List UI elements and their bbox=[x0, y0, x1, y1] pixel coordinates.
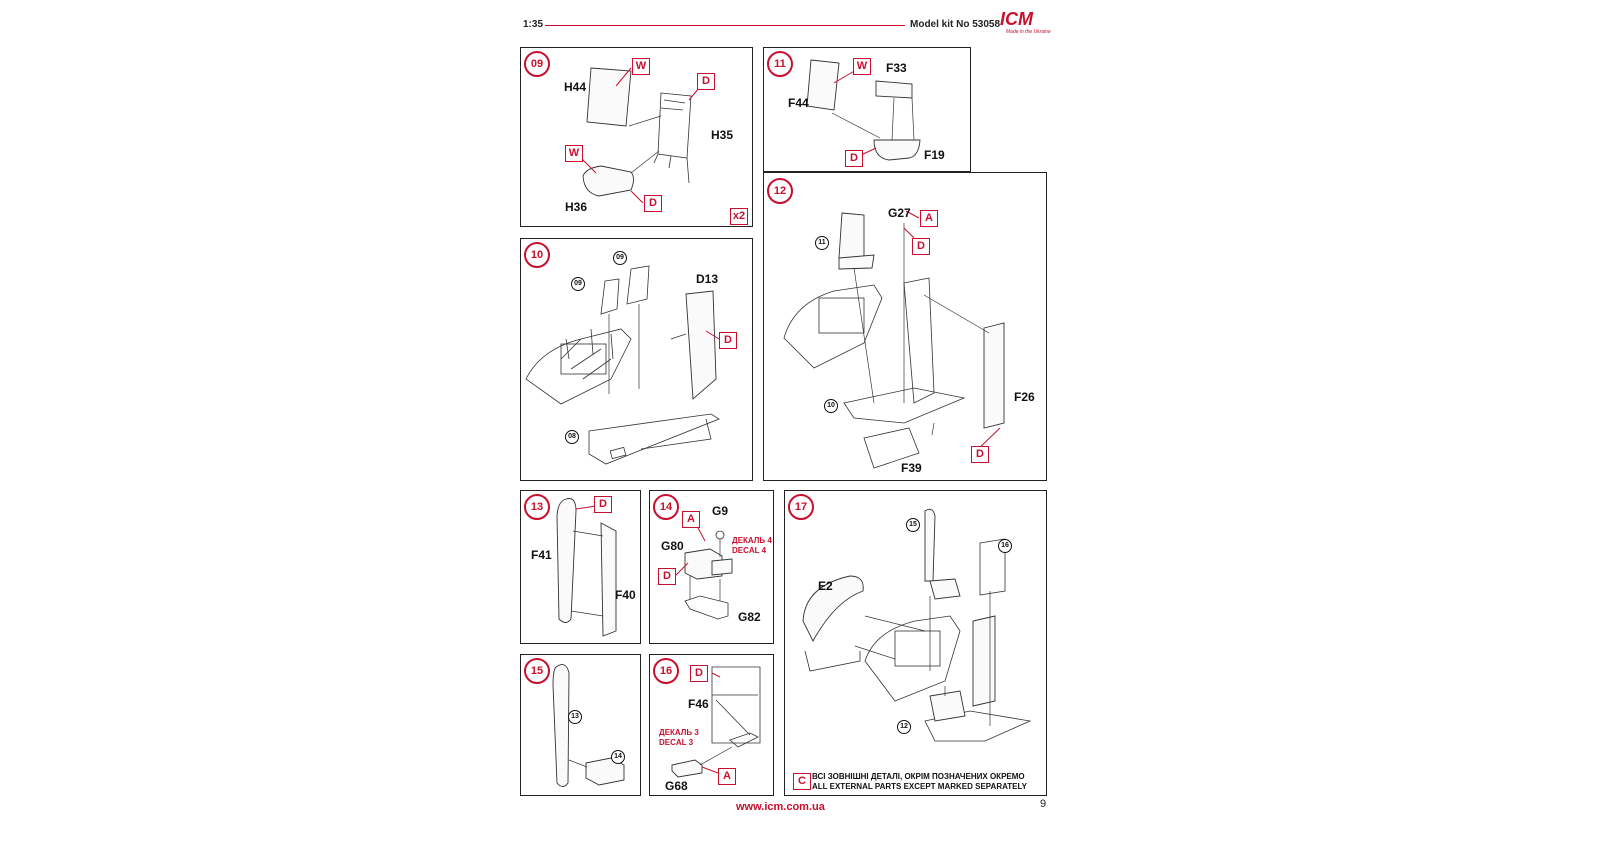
step-09-tag-d2: D bbox=[644, 195, 662, 212]
part-f19-label: F19 bbox=[924, 148, 945, 162]
step-17-note-en: ALL EXTERNAL PARTS EXCEPT MARKED SEPARAT… bbox=[812, 782, 1027, 791]
step-17-ref-12: 12 bbox=[897, 720, 911, 734]
step-11-number: 11 bbox=[767, 51, 793, 77]
step-10-ref-09a: 09 bbox=[571, 277, 585, 291]
step-15-ref-13: 13 bbox=[568, 710, 582, 724]
decal-4-label-en: DECAL 4 bbox=[732, 546, 767, 555]
model-kit-label: Model kit No 53058 bbox=[910, 19, 1001, 30]
step-16-diagram bbox=[671, 666, 761, 778]
step-12-tag-a1: A bbox=[920, 210, 938, 227]
part-h36-label: H36 bbox=[565, 200, 588, 214]
step-15-ref-14: 14 bbox=[611, 750, 625, 764]
step-16-number: 16 bbox=[653, 658, 679, 684]
step-17-ref-16: 16 bbox=[998, 539, 1012, 553]
part-g27-label: G27 bbox=[888, 206, 911, 220]
step-09-tag-w2: W bbox=[565, 145, 583, 162]
step-09-number: 09 bbox=[524, 51, 550, 77]
step-17-note-tag: C bbox=[793, 773, 811, 790]
step-15-diagram bbox=[552, 664, 625, 787]
decal-4-label-ua: ДЕКАЛЬ 4 bbox=[732, 536, 772, 545]
step-12-ref-10: 10 bbox=[824, 399, 838, 413]
scale-label: 1:35 bbox=[523, 19, 544, 30]
part-f44-label: F44 bbox=[788, 96, 809, 110]
step-13-tag-d1: D bbox=[594, 496, 612, 513]
step-12-tag-d2: D bbox=[971, 446, 989, 463]
step-09-tag-d1: D bbox=[697, 73, 715, 90]
part-g80-label: G80 bbox=[661, 539, 684, 553]
step-11-tag-w1: W bbox=[853, 58, 871, 75]
decal-3-label-en: DECAL 3 bbox=[659, 738, 694, 747]
step-09-tag-w1: W bbox=[632, 58, 650, 75]
step-14-diagram bbox=[671, 523, 733, 620]
step-15-number: 15 bbox=[524, 658, 550, 684]
step-10-panel: 10 D13 D 09 09 08 bbox=[520, 238, 753, 481]
step-17-ref-15: 15 bbox=[906, 518, 920, 532]
step-10-ref-09b: 09 bbox=[613, 251, 627, 265]
step-17-panel: 17 E2 15 16 12 C ВСІ ЗОВНІШНІ ДЕТАЛІ, ОК… bbox=[784, 490, 1047, 796]
part-f39-label: F39 bbox=[901, 461, 922, 475]
page-number: 9 bbox=[1040, 798, 1047, 810]
header-rule bbox=[545, 25, 905, 26]
step-12-ref-11: 11 bbox=[815, 236, 829, 250]
step-09-panel: 09 H44 H35 H36 W D W D x2 bbox=[520, 47, 753, 227]
part-f40-label: F40 bbox=[615, 588, 636, 602]
decal-3-label-ua: ДЕКАЛЬ 3 bbox=[659, 728, 699, 737]
step-13-number: 13 bbox=[524, 494, 550, 520]
step-12-number: 12 bbox=[767, 178, 793, 204]
part-f26-label: F26 bbox=[1014, 390, 1035, 404]
step-10-tag-d1: D bbox=[719, 332, 737, 349]
part-g82-label: G82 bbox=[738, 610, 761, 624]
step-13-diagram bbox=[556, 498, 617, 637]
step-17-number: 17 bbox=[788, 494, 814, 520]
step-09-multiplier: x2 bbox=[730, 208, 748, 225]
step-12-tag-d1: D bbox=[912, 238, 930, 255]
step-09-diagram bbox=[577, 67, 700, 204]
part-h35-label: H35 bbox=[711, 128, 734, 142]
step-10-ref-08: 08 bbox=[565, 430, 579, 444]
step-14-tag-d1: D bbox=[658, 568, 676, 585]
footer-website-link[interactable]: www.icm.com.ua bbox=[736, 801, 825, 813]
step-11-diagram bbox=[806, 59, 921, 161]
part-f33-label: F33 bbox=[886, 61, 907, 75]
step-15-panel: 15 13 14 bbox=[520, 654, 641, 796]
step-11-tag-d1: D bbox=[845, 150, 863, 167]
part-f41-label: F41 bbox=[531, 548, 552, 562]
step-16-panel: 16 F46 G68 D A ДЕКАЛЬ 3 DECAL 3 bbox=[649, 654, 774, 796]
step-14-number: 14 bbox=[653, 494, 679, 520]
step-12-diagram bbox=[783, 210, 1005, 469]
step-10-number: 10 bbox=[524, 242, 550, 268]
step-13-panel: 13 F41 F40 D bbox=[520, 490, 641, 644]
step-17-note-ua: ВСІ ЗОВНІШНІ ДЕТАЛІ, ОКРІМ ПОЗНАЧЕНИХ ОК… bbox=[812, 772, 1025, 781]
step-14-panel: 14 G9 G80 G82 A D ДЕКАЛЬ 4 DECAL 4 bbox=[649, 490, 774, 644]
step-16-tag-a1: A bbox=[718, 768, 736, 785]
step-14-tag-a1: A bbox=[682, 511, 700, 528]
step-11-panel: 11 F44 F33 F19 W D bbox=[763, 47, 971, 172]
part-d13-label: D13 bbox=[696, 272, 719, 286]
part-e2-label: E2 bbox=[818, 579, 833, 593]
part-h44-label: H44 bbox=[564, 80, 587, 94]
step-17-diagram bbox=[802, 508, 1032, 742]
part-g68-label: G68 bbox=[665, 779, 688, 793]
part-g9-label: G9 bbox=[712, 504, 729, 518]
step-12-panel: 12 G27 F26 F39 A D D 11 10 bbox=[763, 172, 1047, 481]
step-16-tag-d1: D bbox=[690, 665, 708, 682]
part-f46-label: F46 bbox=[688, 697, 709, 711]
icm-logo: ICM Made in the Ukraine bbox=[1000, 9, 1051, 35]
step-10-diagram bbox=[525, 265, 720, 465]
